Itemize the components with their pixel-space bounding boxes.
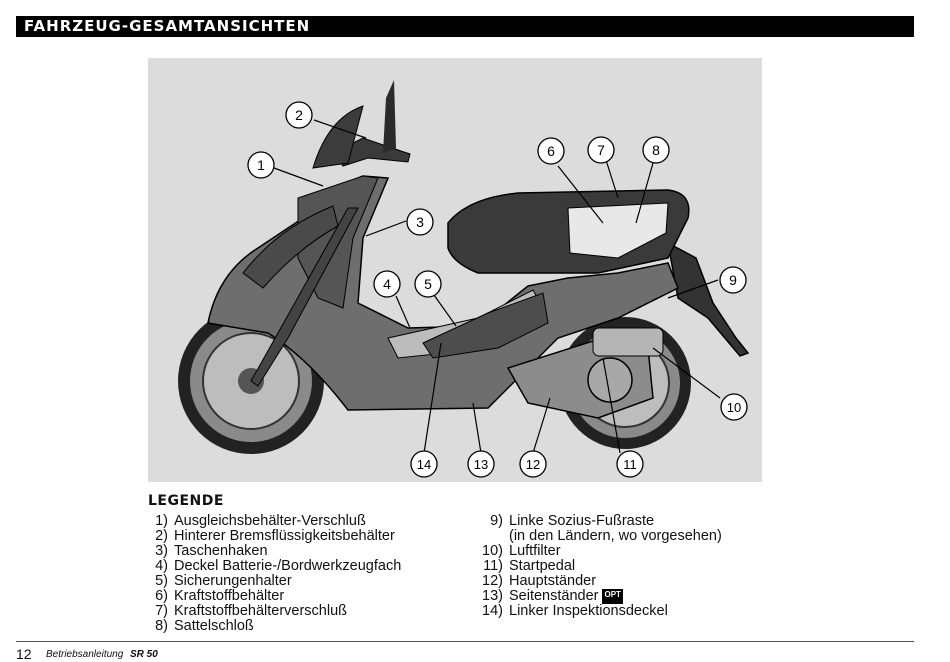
callout-label: 5 [424, 276, 432, 292]
legend-continuation: (in den Ländern, wo vorgesehen) [509, 528, 722, 544]
scooter-illustration: 1 2 3 4 5 6 7 8 9 10 11 12 13 14 [148, 58, 762, 482]
legend-number: 1) [155, 513, 168, 529]
legend-text: Kraftstoffbehälter [174, 588, 285, 604]
callout-label: 2 [295, 107, 303, 123]
legend-text: Seitenständer [509, 588, 599, 604]
legend-number: 5) [155, 573, 168, 589]
legend-list-right: 9) Linke Sozius-Fußraste (in den Ländern,… [478, 514, 722, 619]
legend-text: Ausgleichsbehälter-Verschluß [174, 513, 366, 529]
legend-text: Luftfilter [509, 543, 561, 559]
callout-3: 3 [406, 208, 434, 236]
legend-item: 3) Taschenhaken [148, 544, 401, 559]
legend-item: 12) Hauptständer [478, 574, 722, 589]
legend-title: LEGENDE [148, 493, 224, 509]
scooter-drawing: 1 2 3 4 5 6 7 8 9 10 11 12 13 14 [178, 80, 750, 478]
legend-number: 12) [482, 573, 503, 589]
legend-number: 2) [155, 528, 168, 544]
legend-text: Linker Inspektionsdeckel [509, 603, 668, 619]
legend-item: 9) Linke Sozius-Fußraste [478, 514, 722, 529]
legend-number: 13) [482, 588, 503, 604]
callout-8: 8 [642, 136, 670, 164]
legend-text: Hauptständer [509, 573, 597, 589]
legend-number: 10) [482, 543, 503, 559]
legend-text: Hinterer Bremsflüssigkeitsbehälter [174, 528, 395, 544]
legend-item: 10) Luftfilter [478, 544, 722, 559]
legend-item: 11) Startpedal [478, 559, 722, 574]
legend-text: Startpedal [509, 558, 576, 574]
callout-5: 5 [414, 270, 442, 298]
callout-label: 8 [652, 142, 660, 158]
legend-number: 7) [155, 603, 168, 619]
legend-number: 14) [482, 603, 503, 619]
legend-item: 4) Deckel Batterie-/Bordwerkzeugfach [148, 559, 401, 574]
page-number: 12 [16, 646, 32, 662]
legend-text: Linke Sozius-Fußraste [509, 513, 655, 529]
callout-10: 10 [720, 393, 748, 421]
section-title: FAHRZEUG-GESAMTANSICHTEN [24, 17, 311, 35]
callout-label: 10 [727, 400, 741, 415]
callout-label: 9 [729, 272, 737, 288]
legend-number: 11) [483, 558, 503, 574]
legend-item: 6) Kraftstoffbehälter [148, 589, 401, 604]
legend-item: 14) Linker Inspektionsdeckel [478, 604, 722, 619]
callout-label: 12 [526, 457, 540, 472]
callout-label: 14 [417, 457, 431, 472]
legend-item: 1) Ausgleichsbehälter-Verschluß [148, 514, 401, 529]
callout-11: 11 [616, 450, 644, 478]
legend-text: Sattelschloß [174, 618, 254, 634]
legend-number: 8) [155, 618, 168, 634]
callout-label: 3 [416, 214, 424, 230]
callout-1: 1 [247, 151, 275, 179]
footer-divider [16, 641, 914, 642]
legend-text: Deckel Batterie-/Bordwerkzeugfach [174, 558, 402, 574]
legend-text: Taschenhaken [174, 543, 268, 559]
callout-14: 14 [410, 450, 438, 478]
callout-label: 13 [474, 457, 488, 472]
callout-12: 12 [519, 450, 547, 478]
callout-label: 1 [257, 157, 265, 173]
legend-number: 3) [155, 543, 168, 559]
legend-text: Kraftstoffbehälterverschluß [174, 603, 348, 619]
legend-text: Sicherungenhalter [174, 573, 292, 589]
footer-manual-title: Betriebsanleitung [46, 649, 124, 660]
legend-item: 5) Sicherungenhalter [148, 574, 401, 589]
callout-9: 9 [719, 266, 747, 294]
legend-item: 8) Sattelschloß [148, 619, 401, 634]
callout-label: 4 [383, 276, 391, 292]
legend-number: 4) [155, 558, 168, 574]
legend-item: 2) Hinterer Bremsflüssigkeitsbehälter [148, 529, 401, 544]
callout-13: 13 [467, 450, 495, 478]
section-header: FAHRZEUG-GESAMTANSICHTEN [16, 16, 914, 37]
opt-badge: OPT [602, 589, 623, 604]
callout-label: 11 [623, 457, 637, 472]
callout-4: 4 [373, 270, 401, 298]
leader-lines [273, 119, 721, 454]
callout-2: 2 [285, 101, 313, 129]
legend-list-left: 1) Ausgleichsbehälter-Verschluß 2) Hintere… [148, 514, 401, 634]
callout-label: 6 [547, 143, 555, 159]
legend-item: 7) Kraftstoffbehälterverschluß [148, 604, 401, 619]
engine [506, 327, 664, 419]
legend-number: 9) [490, 513, 503, 529]
callout-6: 6 [537, 137, 565, 165]
footer-model-name: SR 50 [130, 649, 158, 660]
callout-label: 7 [597, 142, 605, 158]
callout-7: 7 [587, 136, 615, 164]
legend-number: 6) [155, 588, 168, 604]
